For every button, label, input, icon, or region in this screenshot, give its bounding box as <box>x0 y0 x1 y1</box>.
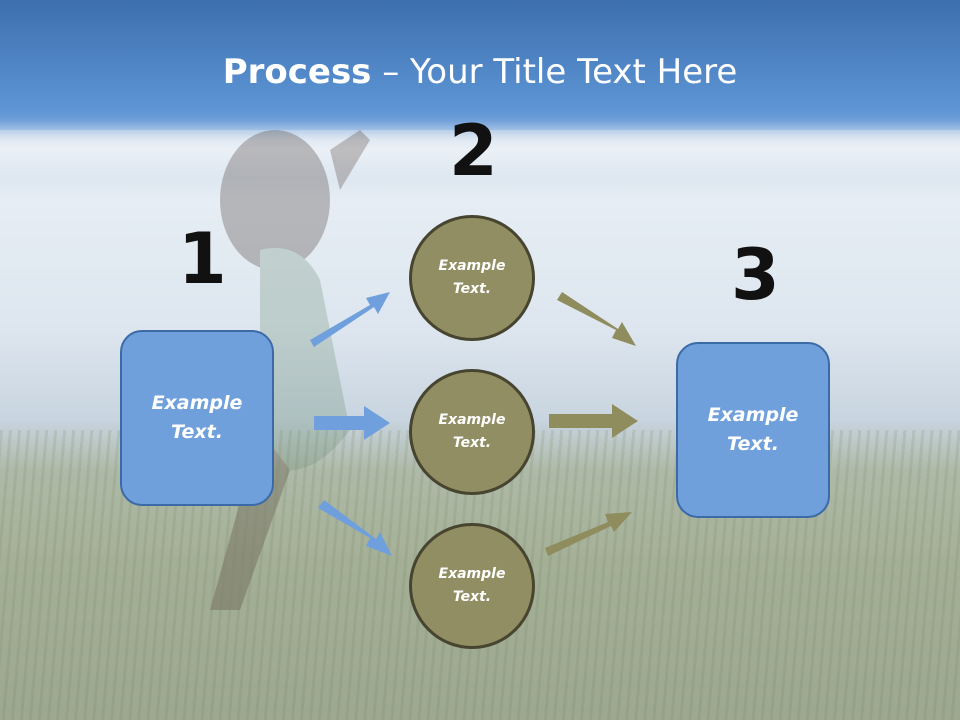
circle-1-line1: Example <box>438 258 506 274</box>
end-box-line1: Example <box>707 404 799 426</box>
background-figure <box>210 130 370 610</box>
process-circle-1[interactable]: Example Text. <box>409 215 535 341</box>
step-number-1: 1 <box>178 218 227 300</box>
horizon-haze <box>0 120 960 180</box>
start-box-line2: Text. <box>171 421 223 443</box>
blue-arrow-up <box>310 292 390 347</box>
circle-1-line2: Text. <box>452 281 492 297</box>
olive-arrow-up <box>545 512 632 556</box>
olive-arrow-down <box>557 292 636 346</box>
process-circle-3[interactable]: Example Text. <box>409 523 535 649</box>
olive-arrow-middle <box>549 404 638 438</box>
circle-2-line1: Example <box>438 412 506 428</box>
step-number-3: 3 <box>731 234 780 316</box>
circle-3-line2: Text. <box>452 589 492 605</box>
start-box[interactable]: Example Text. <box>120 330 274 506</box>
circle-3-line1: Example <box>438 566 506 582</box>
end-box-line2: Text. <box>727 433 779 455</box>
slide-title: Process – Your Title Text Here <box>0 52 960 92</box>
circle-2-line2: Text. <box>452 435 492 451</box>
blue-arrow-middle <box>314 406 390 440</box>
title-rest: – Your Title Text Here <box>371 52 738 92</box>
start-box-line1: Example <box>151 392 243 414</box>
step-number-2: 2 <box>449 110 498 192</box>
header-band <box>0 0 960 130</box>
blue-arrow-down <box>318 500 392 556</box>
process-circle-2[interactable]: Example Text. <box>409 369 535 495</box>
end-box[interactable]: Example Text. <box>676 342 830 518</box>
title-bold: Process <box>222 52 372 92</box>
